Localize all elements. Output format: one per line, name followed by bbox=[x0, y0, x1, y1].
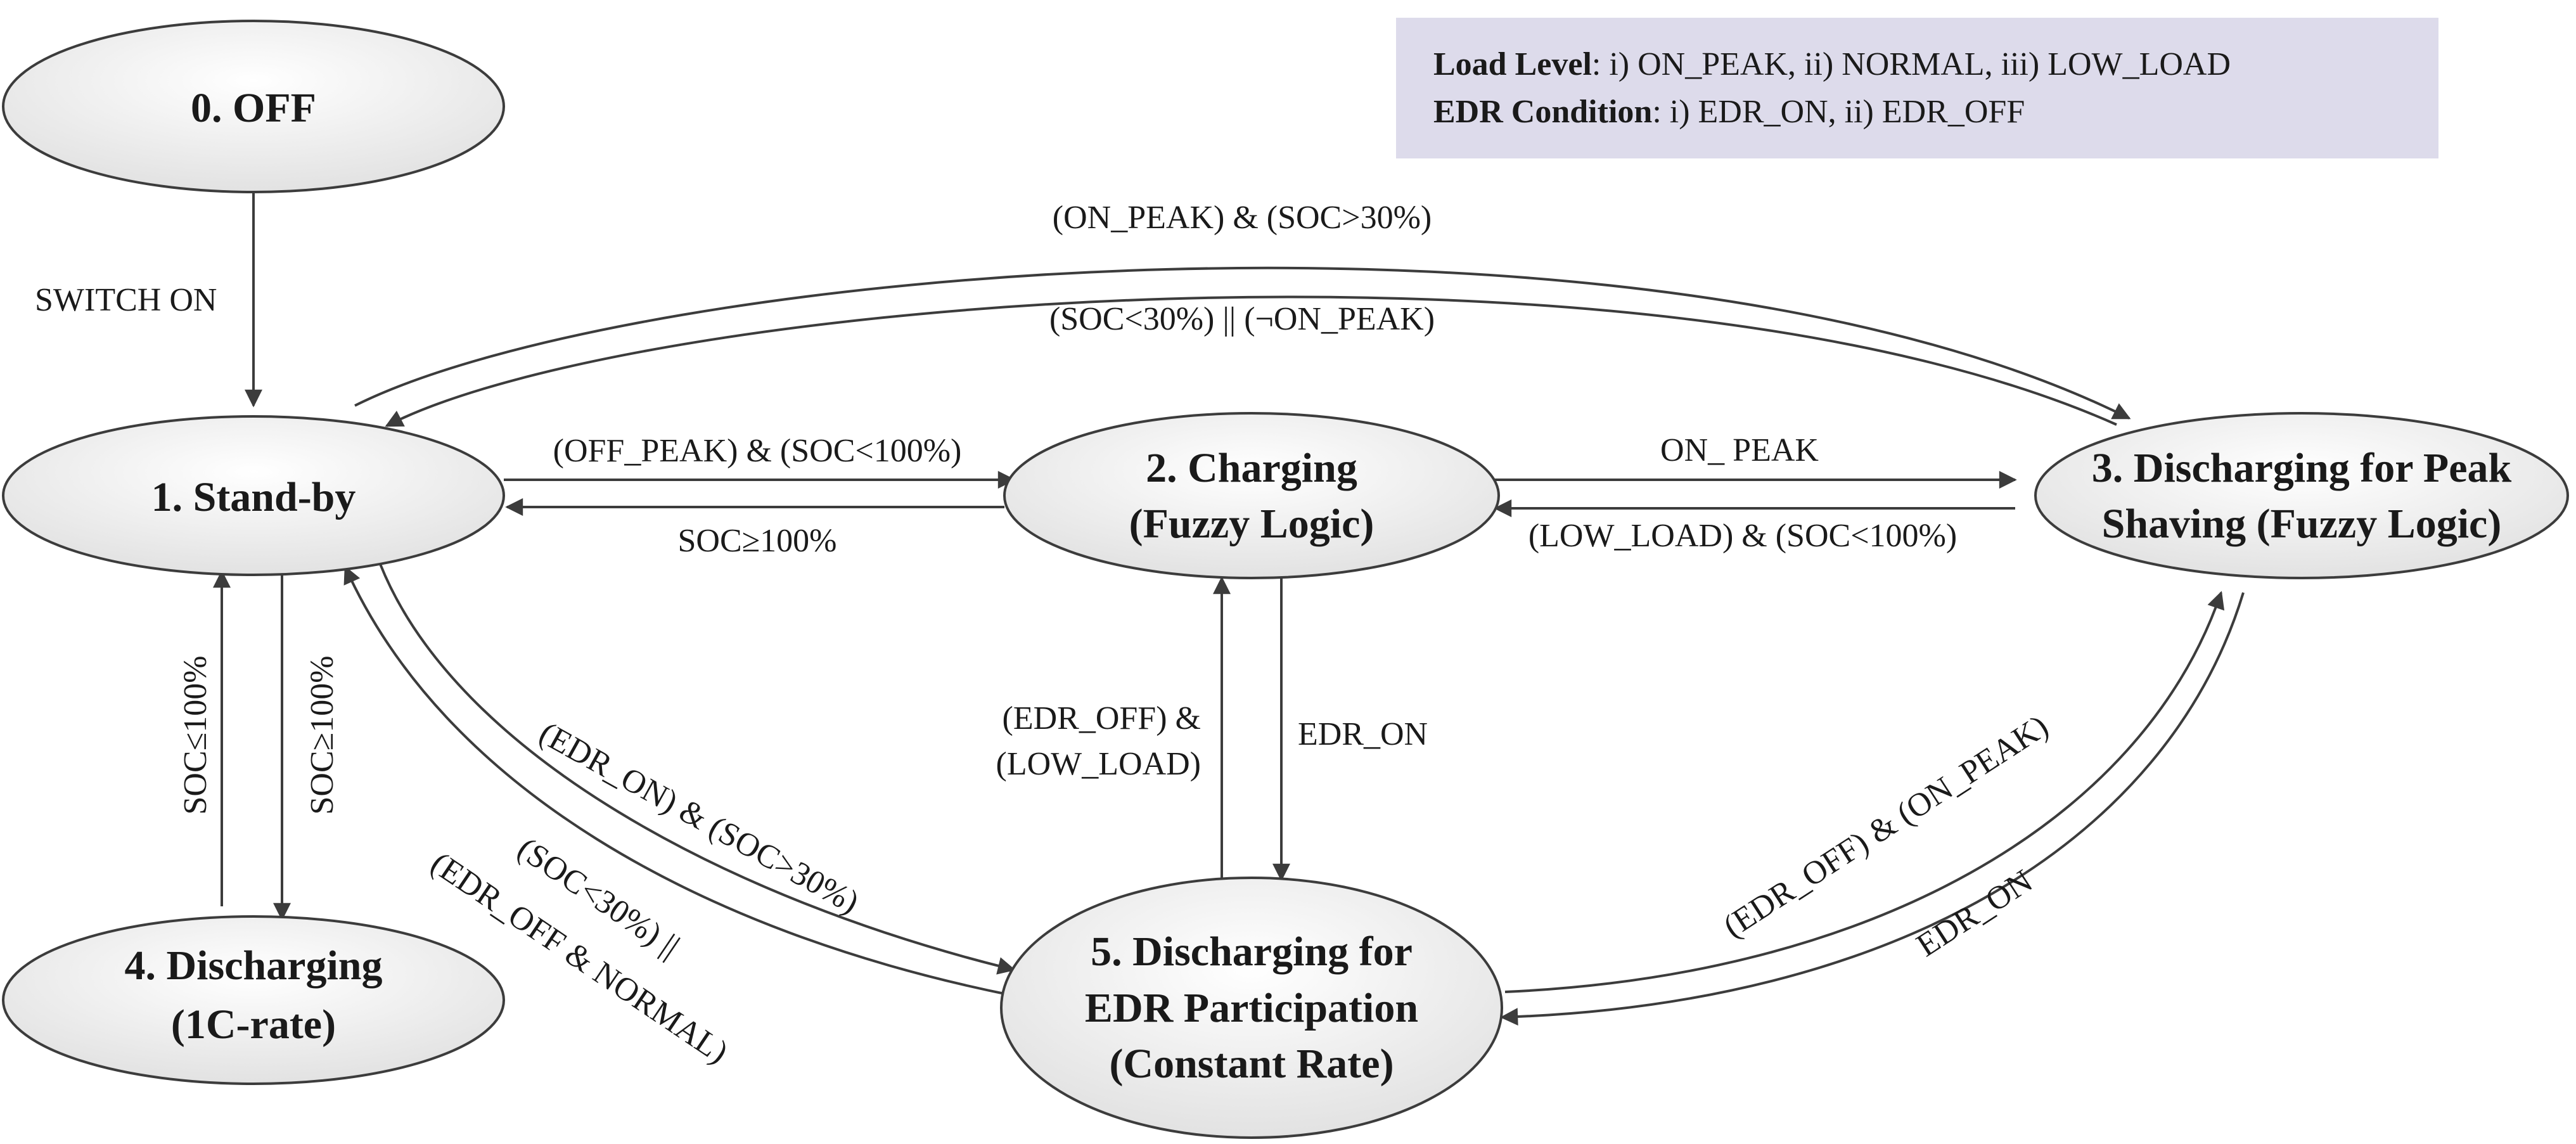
state-edr-label-line3: (Constant Rate) bbox=[1109, 1041, 1394, 1087]
edge-peak-to-edr bbox=[1500, 592, 2245, 1026]
state-peak-shaving-ellipse bbox=[2034, 412, 2569, 579]
legend: Load Level: i) ON_PEAK, ii) NORMAL, iii)… bbox=[1396, 18, 2438, 158]
state-standby-ellipse bbox=[2, 415, 505, 576]
label-edr-to-charging-line1: (EDR_OFF) & bbox=[1003, 700, 1201, 736]
edge-edr-to-peak bbox=[1504, 591, 2225, 993]
legend-edr-condition-key: EDR Condition bbox=[1433, 94, 1652, 130]
state-discharging-1c: 4. Discharging (1C-rate) bbox=[2, 915, 505, 1085]
label-off-to-standby: SWITCH ON bbox=[35, 282, 217, 318]
legend-edr-condition: EDR Condition: i) EDR_ON, ii) EDR_OFF bbox=[1433, 94, 2025, 130]
state-charging-ellipse bbox=[1003, 412, 1500, 579]
state-discharging-1c-ellipse bbox=[2, 915, 505, 1085]
state-peak-shaving: 3. Discharging for Peak Shaving (Fuzzy L… bbox=[2034, 412, 2569, 579]
label-charging-to-standby: SOC≥100% bbox=[677, 523, 836, 559]
label-peak-to-standby: (SOC<30%) || (¬ON_PEAK) bbox=[1049, 301, 1435, 337]
label-discharge1c-to-standby: SOC≤100% bbox=[177, 655, 214, 814]
state-peak-shaving-label-line1: 3. Discharging for Peak bbox=[2092, 445, 2512, 491]
edge-edr-to-standby bbox=[343, 565, 1011, 996]
state-off: 0. OFF bbox=[2, 20, 505, 193]
label-peak-to-edr: EDR_ON bbox=[1910, 863, 2039, 964]
state-charging: 2. Charging (Fuzzy Logic) bbox=[1003, 412, 1500, 579]
state-edr-label-line2: EDR Participation bbox=[1085, 985, 1418, 1031]
label-charging-to-peak: ON_ PEAK bbox=[1660, 432, 1819, 468]
edge-peak-to-standby bbox=[385, 295, 2117, 427]
legend-load-level-values: : i) ON_PEAK, ii) NORMAL, iii) LOW_LOAD bbox=[1592, 46, 2231, 82]
state-edr: 5. Discharging for EDR Participation (Co… bbox=[1000, 877, 1503, 1139]
state-charging-label-line2: (Fuzzy Logic) bbox=[1129, 501, 1375, 547]
state-edr-ellipse bbox=[1000, 877, 1503, 1139]
state-edr-label-line1: 5. Discharging for bbox=[1091, 929, 1413, 975]
state-standby: 1. Stand-by bbox=[2, 415, 505, 576]
label-standby-to-discharge1c: SOC≥100% bbox=[304, 655, 340, 814]
state-discharging-1c-label-line2: (1C-rate) bbox=[171, 1001, 336, 1048]
edge-standby-to-peak bbox=[354, 266, 2131, 420]
state-off-ellipse bbox=[2, 20, 505, 193]
label-standby-to-peak: (ON_PEAK) & (SOC>30%) bbox=[1053, 200, 1432, 236]
state-charging-label-line1: 2. Charging bbox=[1146, 445, 1357, 491]
label-edr-to-charging-line2: (LOW_LOAD) bbox=[996, 746, 1201, 782]
state-off-label: 0. OFF bbox=[191, 85, 316, 131]
legend-edr-condition-values: : i) EDR_ON, ii) EDR_OFF bbox=[1652, 94, 2025, 130]
legend-load-level-key: Load Level bbox=[1433, 46, 1592, 82]
legend-box bbox=[1396, 18, 2438, 158]
legend-load-level: Load Level: i) ON_PEAK, ii) NORMAL, iii)… bbox=[1433, 46, 2231, 82]
label-standby-to-charging: (OFF_PEAK) & (SOC<100%) bbox=[553, 433, 962, 469]
state-discharging-1c-label-line1: 4. Discharging bbox=[124, 942, 382, 989]
label-peak-to-charging: (LOW_LOAD) & (SOC<100%) bbox=[1528, 518, 1957, 554]
state-standby-label: 1. Stand-by bbox=[151, 474, 356, 520]
edge-standby-to-edr bbox=[379, 563, 1016, 975]
label-charging-to-edr: EDR_ON bbox=[1298, 716, 1428, 752]
state-peak-shaving-label-line2: Shaving (Fuzzy Logic) bbox=[2102, 501, 2502, 547]
